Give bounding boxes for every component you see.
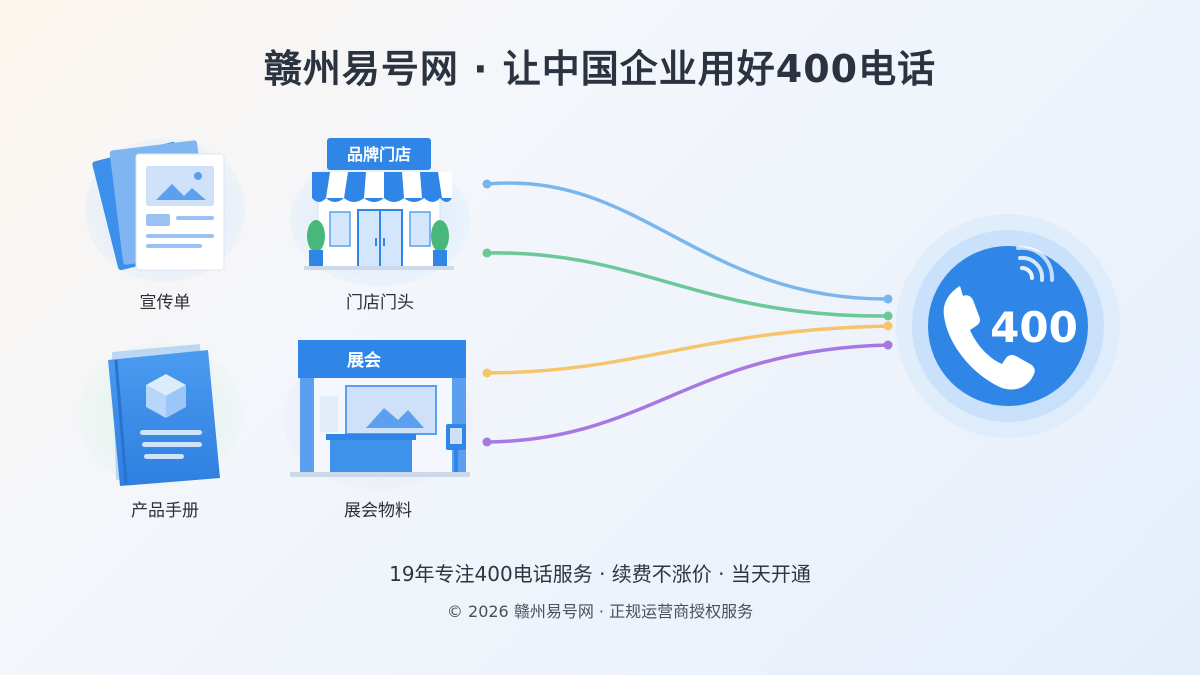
connection-line-flyer — [485, 181, 890, 301]
connection-endpoint — [883, 340, 893, 350]
connection-endpoint — [883, 294, 893, 304]
flyer-icon — [85, 138, 245, 282]
connection-lines — [482, 179, 893, 447]
connection-line-booth — [485, 343, 890, 444]
source-label-brochure: 产品手册 — [131, 501, 199, 521]
connection-line-storefront — [485, 251, 890, 318]
product-brochure-icon — [78, 343, 242, 487]
source-label-flyer: 宣传单 — [139, 293, 191, 313]
hub-label: 400 — [990, 303, 1078, 352]
source-label-booth: 展会物料 — [344, 501, 412, 521]
source-label-storefront: 门店门头 — [346, 293, 414, 313]
tagline: 19年专注400电话服务 · 续费不涨价 · 当天开通 — [389, 562, 811, 586]
connection-endpoint — [482, 368, 492, 378]
connection-endpoint — [883, 321, 893, 331]
storefront-banner-text: 品牌门店 — [347, 145, 411, 164]
connection-line-brochure — [485, 324, 890, 375]
booth-banner-text: 展会 — [347, 350, 381, 371]
hub-400: 400 — [896, 214, 1120, 438]
storefront-icon: 品牌门店 — [290, 138, 470, 286]
connection-endpoint — [883, 311, 893, 321]
exhibition-booth-icon: 展会 — [283, 340, 473, 490]
connection-endpoint — [482, 179, 492, 189]
phone-icon — [943, 245, 1055, 390]
connection-endpoint — [482, 437, 492, 447]
footer-copyright: © 2026 赣州易号网 · 正规运营商授权服务 — [446, 602, 754, 621]
page-title: 赣州易号网 · 让中国企业用好400电话 — [263, 47, 937, 91]
connection-endpoint — [482, 248, 492, 258]
